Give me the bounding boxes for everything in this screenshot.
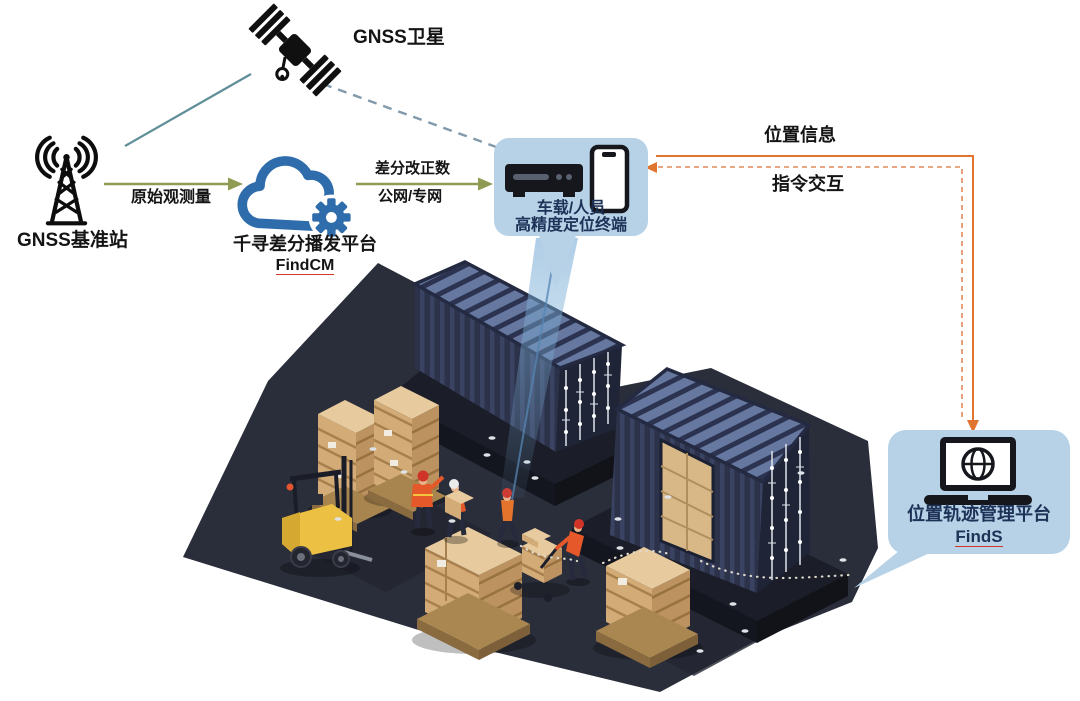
warehouse-scene	[183, 238, 878, 692]
box-stack-2	[364, 386, 448, 520]
pallet-center	[412, 527, 536, 660]
cloud-platform-icon	[237, 156, 355, 241]
dotted-path	[519, 544, 851, 580]
platform-label-line2: FindS	[955, 527, 1003, 547]
pallet-jack-boxes	[510, 528, 570, 602]
worker-4	[554, 519, 590, 586]
correction-arrow	[356, 177, 493, 191]
door-box-lines	[660, 453, 714, 551]
positioning-beam	[500, 238, 578, 501]
worker-1	[411, 470, 445, 536]
terminal-bubble	[494, 138, 648, 288]
correction-label-line2: 公网/专网	[378, 188, 443, 205]
satellite-label: GNSS卫星	[353, 27, 445, 48]
laptop-globe-icon	[924, 437, 1032, 505]
raw-observation-label: 原始观测量	[131, 189, 212, 206]
phone-icon	[589, 144, 630, 214]
terminal-label-line1: 车载/人员	[536, 200, 606, 217]
forklift	[280, 456, 373, 577]
connectors	[104, 73, 979, 433]
floor-patch	[300, 492, 492, 592]
gear-icon	[308, 194, 355, 241]
lashing-bars	[768, 466, 804, 544]
worker-2	[444, 479, 474, 544]
cloud-sublabel: FindCM	[275, 257, 335, 275]
base-station-label: GNSS基准站	[17, 230, 128, 251]
correction-label-line1: 差分改正数	[375, 160, 451, 177]
base-station-icon	[35, 135, 98, 226]
platform-label-line1: 位置轨迹管理平台	[907, 504, 1051, 524]
terminal-label-line2: 高精度定位终端	[514, 217, 627, 234]
shipping-container-2	[610, 366, 812, 593]
cloud-label: 千寻差分播发平台	[233, 234, 377, 254]
lashing-bars	[562, 374, 612, 421]
satellite-icon	[248, 3, 342, 97]
raw-observation-arrow	[104, 177, 243, 191]
position-info-arrow	[656, 155, 979, 433]
pallet-right	[593, 547, 703, 668]
position-info-label: 位置信息	[764, 125, 836, 145]
floor-dots	[334, 436, 847, 653]
lashing-dots	[770, 450, 802, 560]
receiver-icon	[505, 164, 583, 197]
satellite-to-terminal-line	[322, 82, 500, 150]
platform-bubble	[854, 430, 1070, 588]
satellite-to-base-line	[124, 73, 252, 147]
lashing-dots	[564, 362, 610, 434]
command-interaction-arrow	[645, 162, 963, 417]
command-interaction-label: 指令交互	[772, 174, 844, 194]
